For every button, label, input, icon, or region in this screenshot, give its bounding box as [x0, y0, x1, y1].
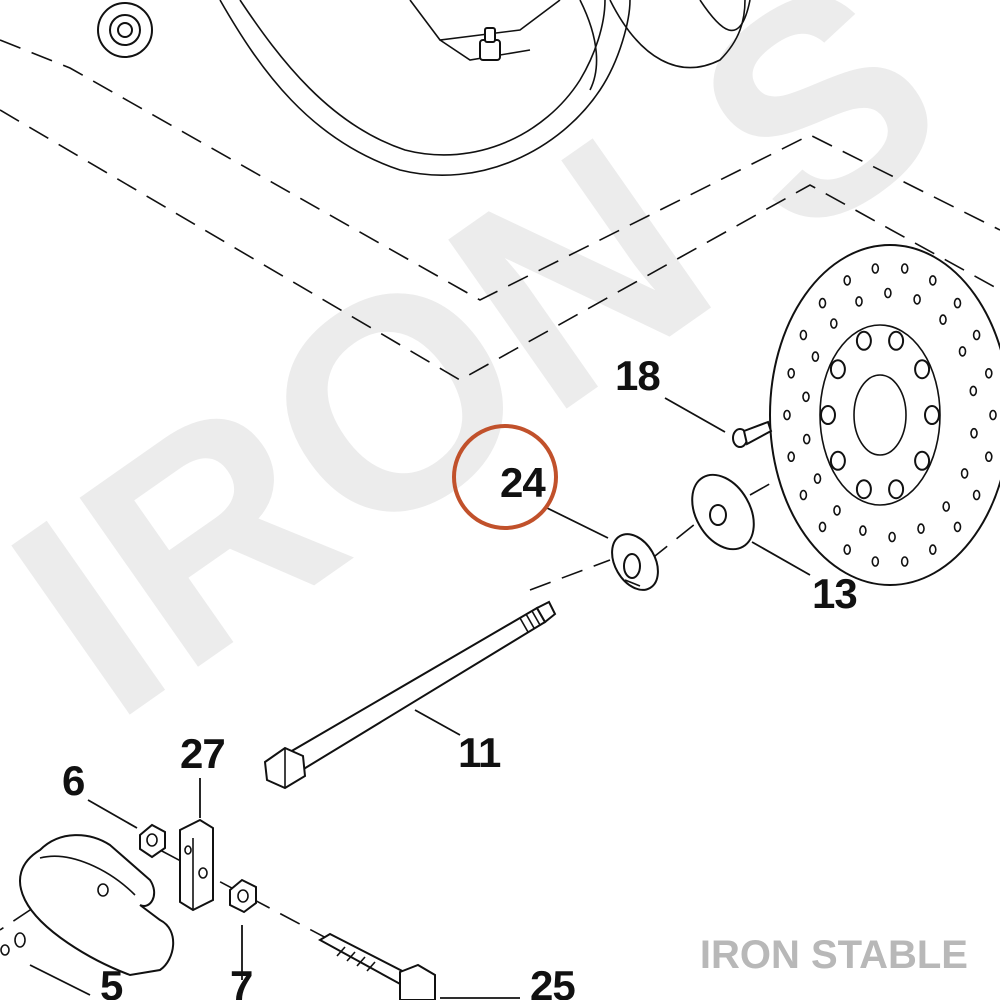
rotor-hole	[970, 427, 978, 439]
rotor-bolt-ring	[820, 330, 940, 500]
highlight-circle	[452, 424, 558, 530]
rotor-hole	[787, 367, 796, 379]
rotor-hole	[984, 451, 993, 463]
rotor-hole	[953, 297, 962, 309]
rotor-hole	[818, 521, 827, 533]
rotor-hole	[843, 275, 852, 286]
leader-lines	[29, 397, 811, 999]
washer-icon	[691, 473, 755, 551]
rear-wheel-icon	[97, 0, 751, 176]
rotor-hole	[928, 544, 937, 555]
bolt-icon	[317, 932, 436, 1000]
rotor-hole	[818, 297, 827, 309]
rotor-hole	[972, 489, 981, 501]
rotor-bolt	[914, 450, 931, 471]
rotor-bolt	[888, 330, 905, 351]
rotor-hole	[813, 473, 822, 484]
adjuster-block-icon	[179, 818, 214, 912]
wheel-bearing-icon	[97, 2, 153, 58]
rotor-bolt	[924, 405, 940, 425]
rotor-hole	[900, 556, 909, 567]
callout-6: 6	[62, 757, 84, 804]
callout-labels: 18 24 13 11 27 6 5 7 25	[62, 352, 858, 1000]
rotor-bolt	[888, 479, 905, 500]
rotor-hole	[833, 505, 841, 516]
callout-11: 11	[458, 729, 501, 776]
rotor-hole	[855, 296, 863, 307]
rotor-hole	[917, 523, 925, 534]
rotor-hole	[871, 556, 880, 567]
rotor-bolt	[829, 450, 846, 471]
rotor-hole	[843, 544, 852, 555]
rotor-hole	[884, 287, 892, 299]
rotor-screw-icon	[732, 420, 773, 448]
nut-icon-lower	[229, 878, 257, 914]
rotor-hole	[811, 351, 820, 362]
callout-13: 13	[812, 570, 857, 617]
rotor-hole	[960, 468, 969, 479]
rotor-hole	[799, 329, 808, 341]
callout-27: 27	[180, 730, 225, 777]
rotor-bolt	[914, 359, 931, 380]
brake-rotor-icon	[769, 244, 1000, 586]
rotor-bolt	[855, 479, 872, 500]
rotor-hole	[989, 409, 997, 421]
rotor-hole	[799, 489, 808, 501]
rotor-hole	[939, 314, 947, 325]
rotor-bolt	[855, 330, 872, 351]
rotor-hole	[984, 367, 993, 379]
rotor-hole	[829, 318, 838, 329]
rotor-hole	[787, 451, 796, 463]
axle-icon	[263, 600, 557, 790]
rotor-hole	[953, 521, 962, 533]
brand-wordmark: IRON STABLE	[700, 933, 968, 977]
callout-7: 7	[230, 962, 252, 1000]
rotor-hole	[859, 525, 867, 536]
rotor-hole	[972, 329, 981, 341]
rotor-hole	[928, 275, 937, 286]
rotor-bolt	[820, 405, 836, 425]
rotor-hole	[783, 409, 791, 421]
rotor-hole	[871, 263, 880, 274]
rotor-hole	[942, 501, 951, 512]
rotor-vent-holes	[783, 263, 997, 567]
callout-5: 5	[100, 962, 123, 1000]
callout-18: 18	[615, 352, 660, 399]
rotor-hole	[969, 385, 978, 397]
spacer-icon	[611, 533, 659, 591]
caliper-housing-icon	[0, 834, 175, 977]
nut-icon	[139, 823, 166, 859]
rotor-hole	[913, 294, 921, 305]
rotor-hole	[888, 531, 896, 543]
rotor-hole	[900, 263, 909, 274]
rotor-hole	[958, 346, 967, 357]
rotor-hole	[802, 391, 810, 403]
valve-stem-icon	[479, 27, 501, 61]
callout-25: 25	[530, 962, 575, 1000]
rotor-bolt	[829, 359, 846, 380]
rotor-hole	[802, 433, 811, 445]
callout-24: 24	[500, 459, 546, 506]
